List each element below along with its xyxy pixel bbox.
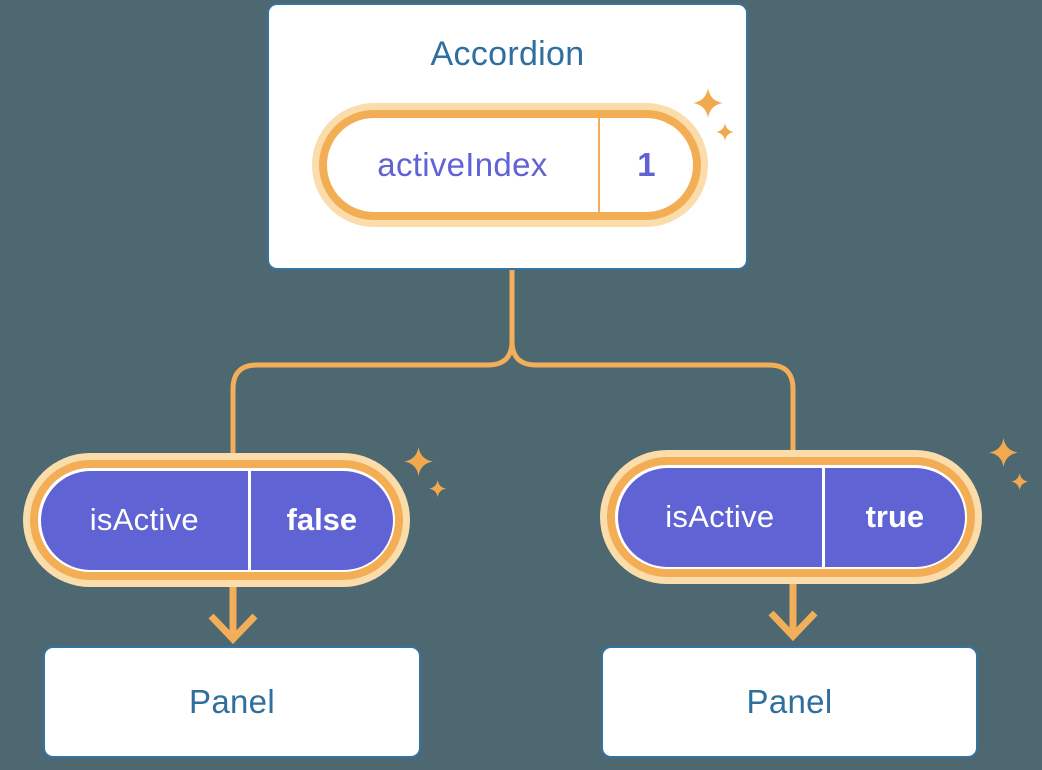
- state-name-label: activeIndex: [377, 146, 548, 183]
- prop-pill-isactive-false: isActive false: [23, 453, 410, 587]
- sparkle-icon: [404, 447, 434, 477]
- prop-pill-core: isActive false: [38, 468, 395, 572]
- prop-value-label: true: [865, 499, 925, 534]
- prop-pill-core: isActive true: [615, 465, 967, 569]
- prop-value-label: false: [286, 502, 358, 537]
- panel-title: Panel: [189, 683, 275, 720]
- state-pill-activeindex: activeIndex 1: [312, 103, 708, 227]
- state-pill-core: activeIndex 1: [327, 118, 693, 212]
- accordion-title: Accordion: [430, 35, 585, 73]
- prop-pill-ring: isActive false: [30, 460, 403, 580]
- tree-connector-left: [230, 269, 515, 460]
- prop-pill-ring: isActive true: [607, 457, 975, 577]
- prop-name-label: isActive: [665, 499, 775, 534]
- panel-component-card-left: Panel: [43, 646, 421, 758]
- prop-name-label: isActive: [89, 502, 199, 537]
- sparkle-icon: [1011, 473, 1029, 491]
- prop-pill-divider: [822, 467, 826, 567]
- prop-pill-body: isActive false: [40, 470, 393, 570]
- state-pill-divider: [597, 118, 600, 212]
- sparkle-icon: [989, 438, 1019, 468]
- panel-component-card-right: Panel: [601, 646, 978, 758]
- state-value-label: 1: [637, 146, 656, 183]
- prop-pill-divider: [248, 470, 252, 570]
- arrow-right-head: [768, 610, 818, 642]
- prop-pill-isactive-true: isActive true: [600, 450, 982, 584]
- panel-title: Panel: [746, 683, 833, 720]
- arrow-left-head: [208, 613, 258, 645]
- sparkle-icon: [429, 480, 447, 498]
- prop-pill-body: isActive true: [617, 467, 965, 567]
- tree-connector-right: [509, 269, 796, 457]
- state-pill-ring: activeIndex 1: [319, 110, 701, 220]
